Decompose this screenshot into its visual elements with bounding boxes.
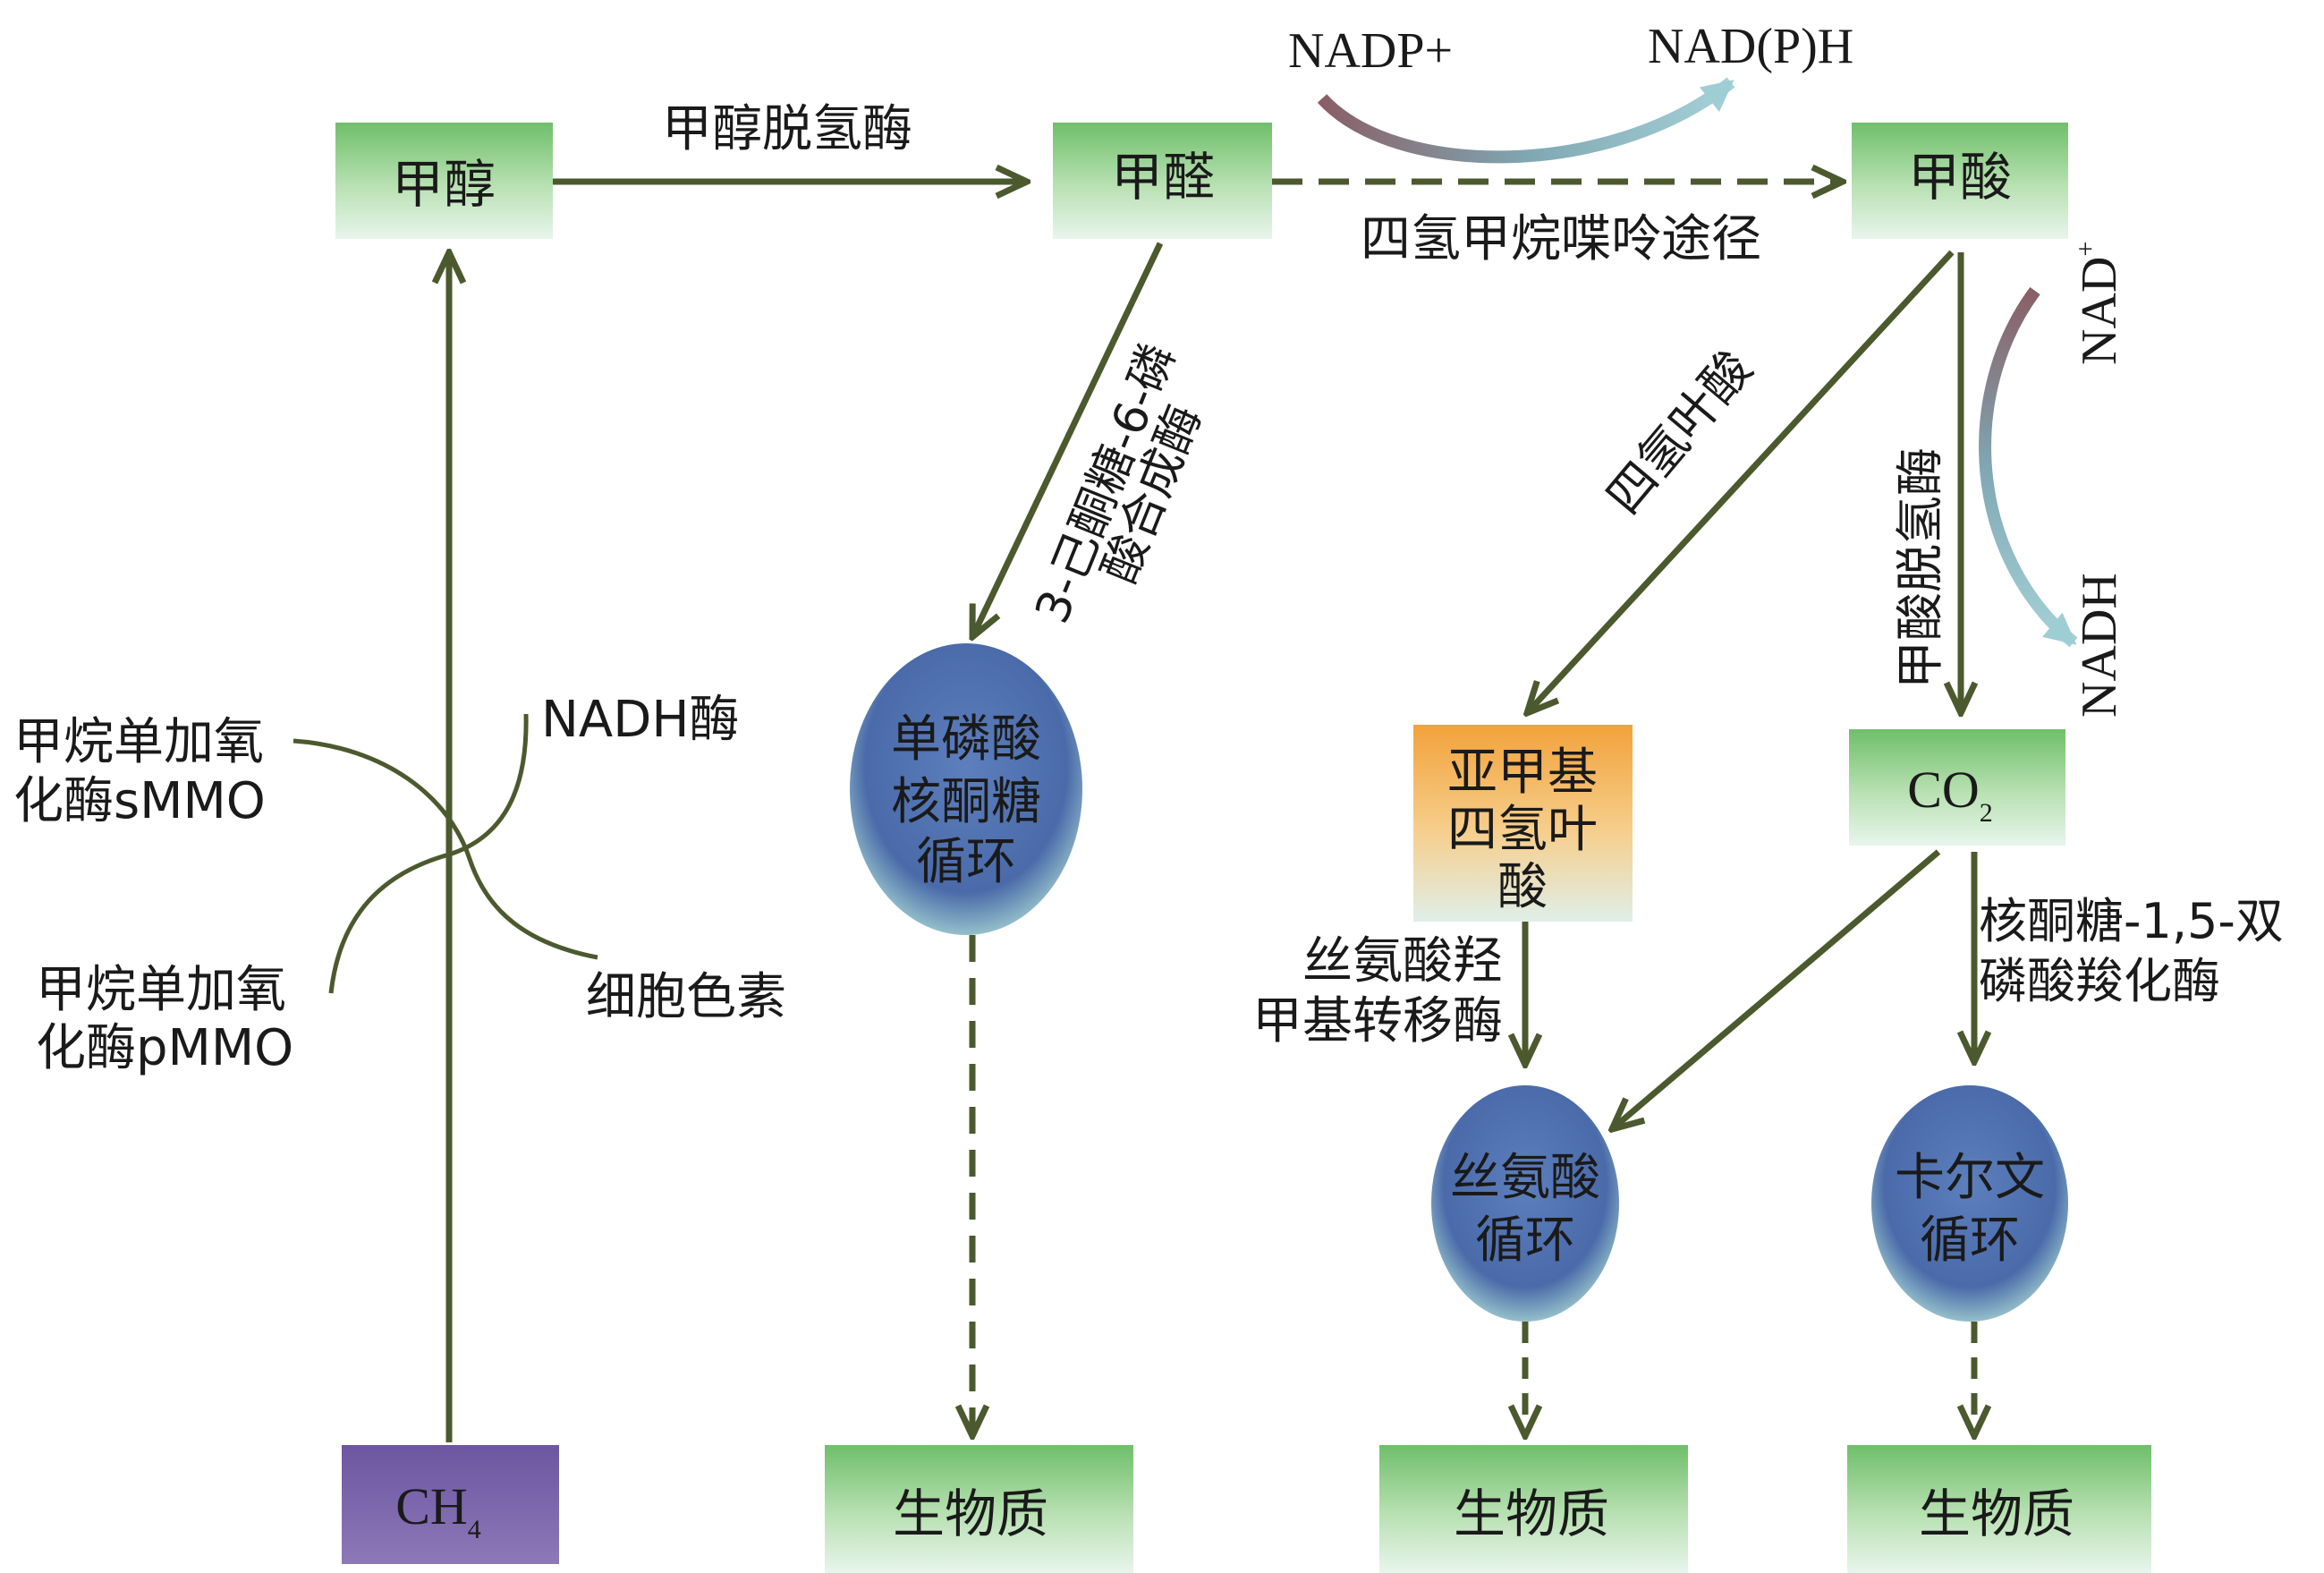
- node-co2[interactable]: CO2: [1849, 729, 2065, 846]
- mmo-curves: [293, 713, 598, 994]
- node-serine-line1: 丝氨酸: [1450, 1149, 1600, 1207]
- node-calvin-line2: 循环: [1920, 1212, 2020, 1270]
- label-shmt-line1: 丝氨酸羟: [1302, 932, 1503, 991]
- label-pmmo-line1: 甲烷单加氧: [36, 961, 286, 1019]
- label-nadh-enzyme: NADH酶: [541, 691, 739, 749]
- label-thmpt-pathway: 四氢甲烷喋呤途径: [1361, 210, 1761, 268]
- node-serine-line2: 循环: [1475, 1212, 1575, 1270]
- node-rump-line1: 单磷酸: [891, 710, 1041, 769]
- node-methanol-label: 甲醇: [392, 154, 496, 215]
- node-biomass-1-label: 生物质: [893, 1484, 1048, 1544]
- node-biomass-2-label: 生物质: [1454, 1484, 1609, 1544]
- cofactor-arrow-nad: [1979, 286, 2078, 648]
- node-formaldehyde[interactable]: 甲醛: [1053, 123, 1272, 239]
- node-methanol[interactable]: 甲醇: [335, 123, 553, 239]
- node-methylene-thf-line3: 酸: [1497, 858, 1548, 916]
- node-rump-cycle[interactable]: 单磷酸 核酮糖 循环: [850, 643, 1082, 935]
- node-serine-cycle[interactable]: 丝氨酸 循环: [1431, 1085, 1619, 1322]
- node-biomass-3-label: 生物质: [1919, 1484, 2074, 1544]
- node-co2-label: CO2: [1907, 761, 1993, 828]
- node-formaldehyde-label: 甲醛: [1111, 147, 1215, 208]
- label-methanol-dehydrogenase: 甲醇脱氢酶: [662, 100, 912, 158]
- curve-smmo: [293, 738, 598, 960]
- node-methylene-thf-line2: 四氢叶: [1447, 801, 1598, 859]
- node-methane[interactable]: CH4: [342, 1445, 559, 1564]
- label-thf: 四氢叶酸: [1596, 340, 1763, 524]
- node-formic-acid-label: 甲酸: [1908, 147, 2012, 208]
- cofactor-arrow-nadp: [1317, 77, 1735, 164]
- node-calvin-line1: 卡尔文: [1895, 1149, 2045, 1207]
- node-biomass-3[interactable]: 生物质: [1847, 1445, 2151, 1573]
- label-nadh-right: NADH: [2072, 573, 2127, 718]
- arrow-formic-acid-to-methylene-thf: [1527, 250, 1955, 713]
- label-nad-plus: NAD+: [2071, 242, 2127, 365]
- node-rump-line3: 循环: [916, 833, 1016, 891]
- arrow-formaldehyde-to-rump: [972, 242, 1164, 637]
- cofactor-arrows: [1317, 77, 2078, 648]
- node-methylene-thf-line1: 亚甲基: [1447, 744, 1598, 802]
- node-biomass-1[interactable]: 生物质: [825, 1445, 1133, 1573]
- label-nadph: NAD(P)H: [1648, 19, 1853, 74]
- label-pmmo-line2: 化酶pMMO: [36, 1019, 293, 1077]
- curve-nadh-enzyme: [328, 713, 529, 994]
- node-rump-line2: 核酮糖: [891, 773, 1041, 831]
- label-fdh: 甲酸脱氢酶: [1892, 447, 1948, 689]
- label-rubisco-line2: 磷酸羧化酶: [1979, 953, 2220, 1009]
- node-methane-label: CH4: [395, 1477, 481, 1544]
- label-smmo-line2: 化酶sMMO: [13, 772, 266, 830]
- label-cytochrome: 细胞色素: [586, 968, 786, 1026]
- pathway-arrows: [449, 182, 1974, 1442]
- node-calvin-cycle[interactable]: 卡尔文 循环: [1871, 1085, 2068, 1322]
- node-formic-acid[interactable]: 甲酸: [1852, 123, 2068, 239]
- label-rubisco-line1: 核酮糖-1,5-双: [1979, 893, 2284, 949]
- node-methylene-thf[interactable]: 亚甲基 四氢叶 酸: [1413, 725, 1633, 922]
- node-biomass-2[interactable]: 生物质: [1379, 1445, 1688, 1573]
- arrow-co2-to-serine: [1612, 849, 1941, 1129]
- label-shmt-line2: 甲基转移酶: [1252, 992, 1503, 1050]
- label-nadp-plus: NADP+: [1288, 23, 1453, 79]
- label-smmo-line1: 甲烷单加氧: [13, 713, 264, 771]
